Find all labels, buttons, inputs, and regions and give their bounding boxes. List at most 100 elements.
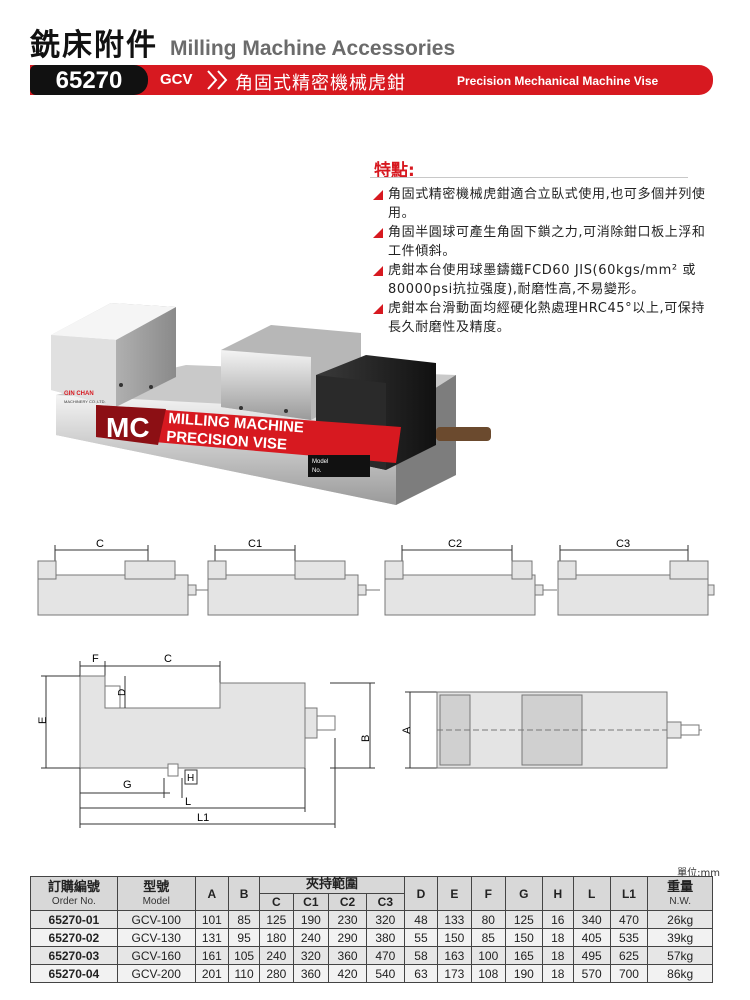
dim-label-c2: C2 [448, 538, 462, 550]
table-cell: 495 [572, 946, 611, 965]
table-cell: 65270-02 [30, 928, 118, 947]
table-cell: 150 [437, 928, 472, 947]
col-header-c1: C1 [292, 893, 330, 911]
table-cell: 125 [505, 910, 543, 929]
feature-item: 虎鉗本台滑動面均經硬化熱處理HRC45°以上,可保持長久耐磨性及精度。 [372, 299, 712, 337]
model-plate [308, 455, 370, 477]
table-cell: 161 [194, 946, 230, 965]
dim-label-e: E [37, 717, 49, 724]
table-cell: 470 [609, 910, 649, 929]
dim-label-d: D [117, 689, 128, 696]
feature-text: 角固半圓球可產生角固下鎖之力,可消除鉗口板上浮和工件傾斜。 [388, 225, 706, 259]
table-cell: 290 [328, 928, 367, 947]
table-cell: 110 [228, 964, 261, 983]
clamp-diagram-c1: C1 [207, 538, 380, 616]
top-view-diagram: A [401, 691, 702, 769]
col-header-d: D [403, 876, 439, 911]
dim-label-c3: C3 [616, 538, 630, 550]
feature-item: 虎鉗本台使用球墨鑄鐵FCD60 JIS(60kgs/mm² 或80000psi抗… [372, 261, 712, 299]
clamp-diagram-c: C [37, 538, 210, 616]
plate-no-label: No. [312, 468, 322, 474]
table-cell: 125 [259, 910, 294, 929]
table-cell: 65270-03 [30, 946, 118, 965]
table-cell: 58 [403, 946, 439, 965]
feature-text: 虎鉗本台滑動面均經硬化熱處理HRC45°以上,可保持長久耐磨性及精度。 [388, 301, 706, 335]
features-divider [370, 177, 688, 178]
col-header-l1: L1 [609, 876, 649, 911]
table-cell: 63 [403, 964, 439, 983]
table-cell: 625 [609, 946, 649, 965]
table-cell: 165 [505, 946, 543, 965]
dim-label-l1: L1 [197, 812, 209, 824]
col-header-c2: C2 [328, 893, 367, 911]
table-cell: GCV-200 [116, 964, 196, 983]
clamp-diagram-c2: C2 [384, 538, 557, 616]
table-cell: 57kg [647, 946, 713, 965]
table-cell: 380 [365, 928, 405, 947]
banner-black-tab [30, 65, 148, 95]
table-cell: 230 [328, 910, 367, 929]
features-heading: 特點: [374, 161, 415, 181]
table-cell: 320 [292, 946, 330, 965]
table-cell: 470 [365, 946, 405, 965]
col-header-f: F [470, 876, 507, 911]
col-header-b: B [228, 876, 261, 911]
table-cell: 420 [328, 964, 367, 983]
dim-label-c1: C1 [248, 538, 262, 550]
table-cell: 105 [228, 946, 261, 965]
table-cell: 360 [292, 964, 330, 983]
table-cell: 405 [572, 928, 611, 947]
chevron-right-icon [217, 70, 228, 90]
col-header-clamp-range: 夾持範圍 [259, 876, 405, 894]
table-cell: 48 [403, 910, 439, 929]
dim-label-f: F [92, 653, 99, 665]
table-cell: 190 [505, 964, 543, 983]
table-cell: 340 [572, 910, 611, 929]
table-cell: 540 [365, 964, 405, 983]
table-cell: GCV-100 [116, 910, 196, 929]
dim-label-a: A [401, 726, 413, 734]
brand-logo: GIN CHAN [64, 391, 94, 397]
table-cell: 700 [609, 964, 649, 983]
red-triangle-icon [373, 304, 383, 314]
table-cell: 95 [228, 928, 261, 947]
brand-sub: MACHINERY CO.,LTD. [64, 399, 106, 404]
col-header-e: E [437, 876, 472, 911]
table-cell: 18 [541, 928, 574, 947]
dim-label-b: B [360, 735, 372, 742]
product-name-chinese: 角固式精密機械虎鉗 [235, 73, 406, 94]
table-cell: 26kg [647, 910, 713, 929]
table-cell: 18 [541, 946, 574, 965]
table-cell: 360 [328, 946, 367, 965]
title-english: Milling Machine Accessories [170, 37, 456, 60]
table-cell: 173 [437, 964, 472, 983]
table-cell: 320 [365, 910, 405, 929]
dim-label-l: L [185, 796, 191, 808]
table-cell: 101 [194, 910, 230, 929]
side-dimension-diagram: F C D E B H G L L1 [37, 653, 375, 828]
mc-badge-text: MC [106, 412, 150, 443]
red-triangle-icon [373, 190, 383, 200]
title-chinese: 銑床附件 [30, 28, 158, 63]
table-cell: 80 [470, 910, 507, 929]
table-cell: 535 [609, 928, 649, 947]
col-header-a: A [194, 876, 230, 911]
table-cell: 133 [437, 910, 472, 929]
feature-text: 角固式精密機械虎鉗適合立臥式使用,也可多個并列使用。 [388, 187, 706, 221]
series-label: GCV [160, 71, 193, 88]
page-title: 銑床附件 Milling Machine Accessories [30, 20, 455, 64]
unit-label: 單位:mm [677, 868, 720, 879]
table-cell: 131 [194, 928, 230, 947]
table-cell: 108 [470, 964, 507, 983]
feature-text: 虎鉗本台使用球墨鑄鐵FCD60 JIS(60kgs/mm² 或80000psi抗… [388, 263, 696, 297]
col-header-c3: C3 [365, 893, 405, 911]
red-triangle-icon [373, 266, 383, 276]
product-banner: 65270 GCV 角固式精密機械虎鉗 Precision Mechanical… [30, 65, 713, 95]
dim-box-h [184, 769, 198, 785]
red-triangle-icon [373, 228, 383, 238]
table-cell: 65270-04 [30, 964, 118, 983]
